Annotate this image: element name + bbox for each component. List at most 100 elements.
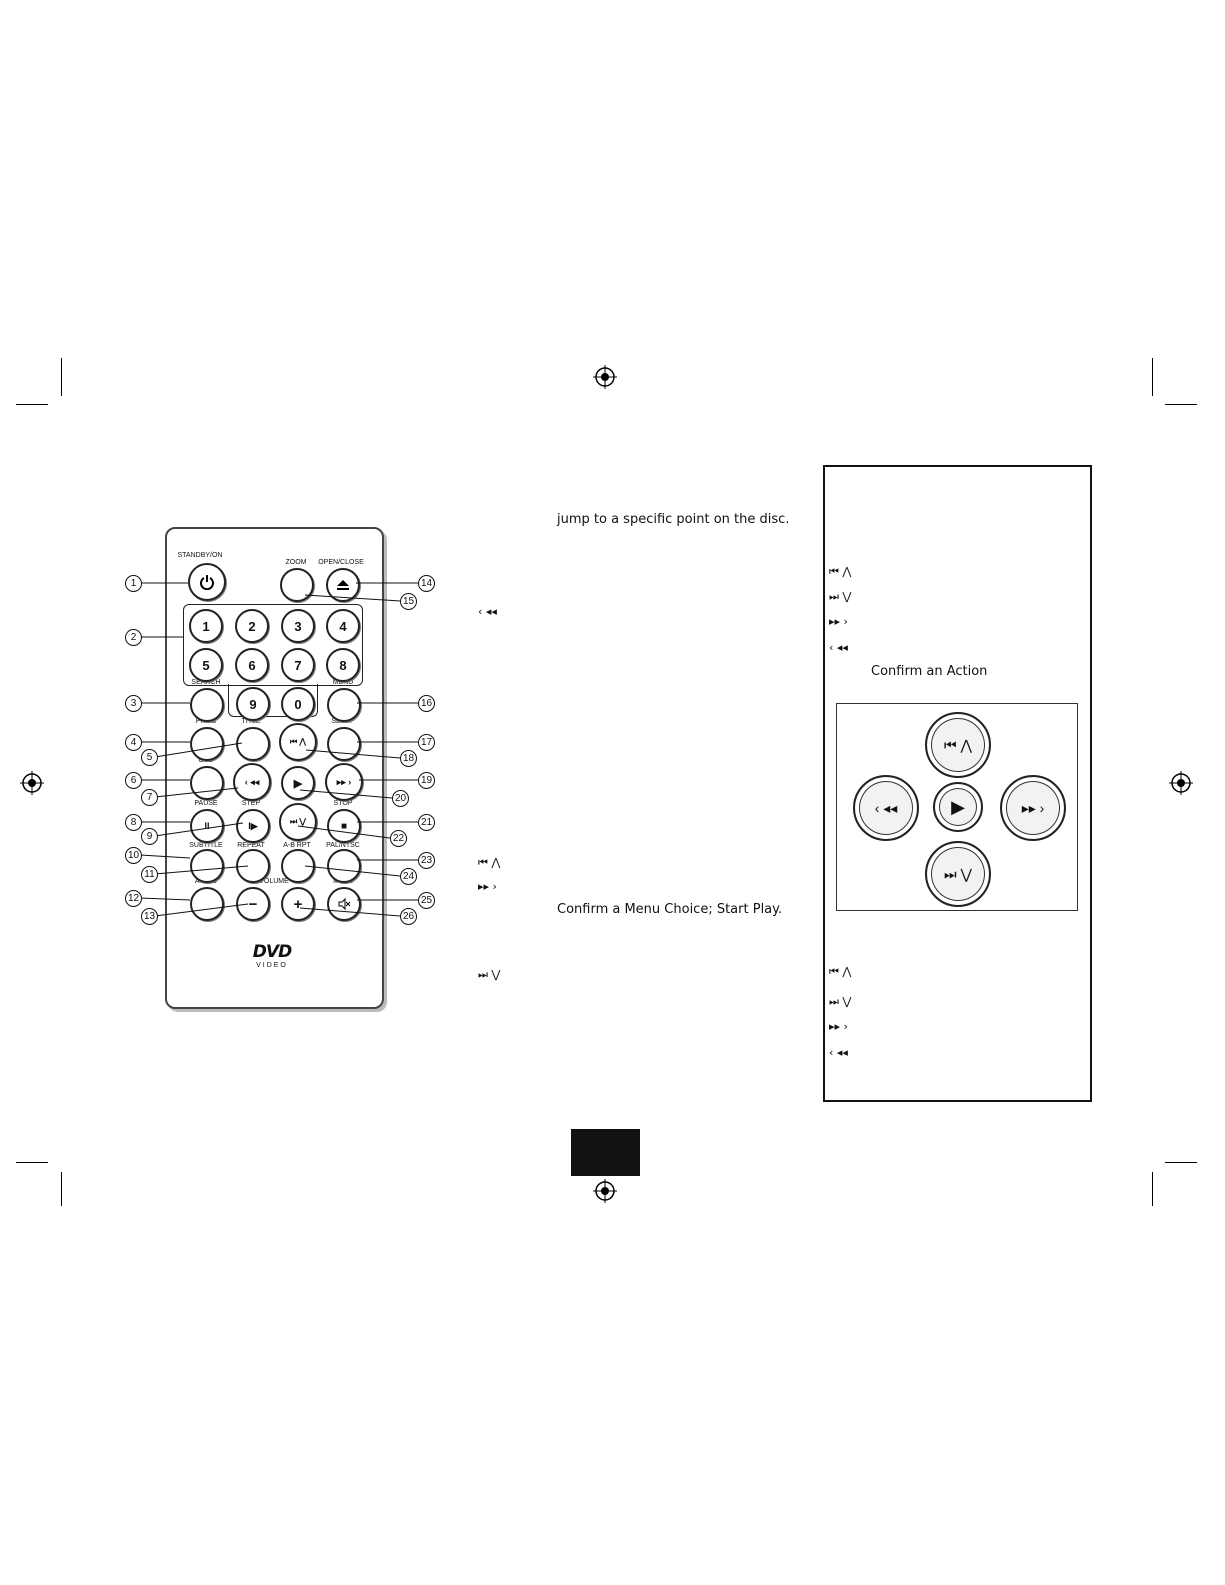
callout-4: 4 xyxy=(125,734,142,751)
prev-up-icon: ⏮︎ ⋀ xyxy=(290,737,306,746)
menu-button[interactable] xyxy=(327,688,361,722)
pause-icon: II xyxy=(204,821,210,831)
play-icon: ▶ xyxy=(951,796,965,817)
callout-21: 21 xyxy=(418,814,435,831)
volume-up-button[interactable]: + xyxy=(281,887,315,921)
digit-9-button[interactable]: 9 xyxy=(236,687,270,721)
digit-5-button[interactable]: 5 xyxy=(189,648,223,682)
forward-right-icon: ▸▸ › xyxy=(829,615,848,628)
next-down-button[interactable]: ⏭︎ ⋁ xyxy=(279,803,317,841)
digit-2-button[interactable]: 2 xyxy=(235,609,269,643)
prev-up-icon: ⏮︎ ⋀ xyxy=(829,965,852,978)
callout-2: 2 xyxy=(125,629,142,646)
play-enter-button[interactable]: ▶ xyxy=(281,766,315,800)
forward-right-icon: ▸▸ › xyxy=(336,776,352,787)
prog-button[interactable] xyxy=(190,727,224,761)
open-close-label: OPEN/CLOSE xyxy=(318,559,364,566)
search-button[interactable] xyxy=(190,688,224,722)
osd-button[interactable] xyxy=(190,766,224,800)
subtitle-button[interactable] xyxy=(190,849,224,883)
callout-23: 23 xyxy=(418,852,435,869)
forward-right-icon: ▸▸ › xyxy=(829,1020,848,1033)
zoom-label: ZOOM xyxy=(285,559,307,566)
callout-12: 12 xyxy=(125,890,142,907)
callout-1: 1 xyxy=(125,575,142,592)
crop-mark xyxy=(1152,358,1153,396)
step-button[interactable]: I▶ xyxy=(236,809,270,843)
forward-right-icon: ▸▸ › xyxy=(1021,799,1045,816)
crop-mark xyxy=(1165,1162,1197,1163)
mute-button[interactable] xyxy=(327,887,361,921)
rewind-left-icon: ‹ ◂◂ xyxy=(829,641,848,654)
rewind-left-icon: ‹ ◂◂ xyxy=(478,605,497,618)
stop-button[interactable]: ■ xyxy=(327,809,361,843)
volume-down-button[interactable]: − xyxy=(236,887,270,921)
jump-text: jump to a specific point on the disc. xyxy=(557,512,790,527)
navigation-panel xyxy=(823,465,1092,1102)
volume-label: VOLUME xyxy=(259,878,289,885)
digit-8-button[interactable]: 8 xyxy=(326,648,360,682)
callout-17: 17 xyxy=(418,734,435,751)
callout-9: 9 xyxy=(141,828,158,845)
repeat-button[interactable] xyxy=(236,849,270,883)
nav-right-button[interactable]: ▸▸ › xyxy=(1000,775,1066,841)
next-down-icon: ⏭︎ ⋁ xyxy=(478,968,501,981)
confirm-menu-text: Confirm a Menu Choice; Start Play. xyxy=(557,902,783,917)
digit-7-button[interactable]: 7 xyxy=(281,648,315,682)
callout-16: 16 xyxy=(418,695,435,712)
dvd-logo-mark: DVD xyxy=(252,942,292,962)
digit-6-button[interactable]: 6 xyxy=(235,648,269,682)
number-group-outline xyxy=(228,684,318,717)
callout-13: 13 xyxy=(141,908,158,925)
standby-button[interactable] xyxy=(188,563,226,601)
dvd-logo-sub: VIDEO xyxy=(256,962,288,969)
callout-6: 6 xyxy=(125,772,142,789)
minus-icon: − xyxy=(248,895,258,913)
page-number-box xyxy=(571,1129,640,1176)
audio-button[interactable] xyxy=(190,887,224,921)
nav-down-button[interactable]: ⏭︎ ⋁ xyxy=(925,841,991,907)
crop-mark xyxy=(16,1162,48,1163)
ab-rpt-label: A-B RPT xyxy=(283,842,311,849)
next-down-icon: ⏭︎ ⋁ xyxy=(829,995,852,1008)
digit-4-button[interactable]: 4 xyxy=(326,609,360,643)
prev-up-button[interactable]: ⏮︎ ⋀ xyxy=(279,723,317,761)
callout-11: 11 xyxy=(141,866,158,883)
forward-right-icon: ▸▸ › xyxy=(478,880,497,893)
eject-icon xyxy=(337,580,349,590)
crop-mark xyxy=(16,404,48,405)
nav-up-button[interactable]: ⏮︎ ⋀ xyxy=(925,712,991,778)
callout-14: 14 xyxy=(418,575,435,592)
subtitle-label: SUBTITLE xyxy=(189,842,223,849)
registration-mark-icon xyxy=(593,1179,617,1203)
setup-button[interactable] xyxy=(327,727,361,761)
open-close-button[interactable] xyxy=(326,568,360,602)
rewind-left-button[interactable]: ‹ ◂◂ xyxy=(233,763,271,801)
nav-pad-diagram xyxy=(836,703,1078,911)
play-icon: ▶ xyxy=(293,777,303,790)
nav-left-button[interactable]: ‹ ◂◂ xyxy=(853,775,919,841)
plus-icon: + xyxy=(293,895,303,913)
digit-0-button[interactable]: 0 xyxy=(281,687,315,721)
dvd-logo: DVD VIDEO xyxy=(247,942,297,969)
digit-1-button[interactable]: 1 xyxy=(189,609,223,643)
prev-up-icon: ⏮︎ ⋀ xyxy=(829,565,852,578)
pal-ntsc-button[interactable] xyxy=(327,849,361,883)
next-down-icon: ⏭︎ ⋁ xyxy=(290,817,306,826)
digit-3-button[interactable]: 3 xyxy=(281,609,315,643)
prev-up-icon: ⏮︎ ⋀ xyxy=(478,856,501,869)
callout-20: 20 xyxy=(392,790,409,807)
crop-mark xyxy=(61,358,62,396)
zoom-button[interactable] xyxy=(280,568,314,602)
callout-15: 15 xyxy=(400,593,417,610)
registration-mark-icon xyxy=(593,365,617,389)
callout-10: 10 xyxy=(125,847,142,864)
callout-18: 18 xyxy=(400,750,417,767)
crop-mark xyxy=(1165,404,1197,405)
rewind-left-icon: ‹ ◂◂ xyxy=(244,776,260,787)
remote-control-body xyxy=(165,527,384,1009)
rewind-left-icon: ‹ ◂◂ xyxy=(829,1046,848,1059)
next-down-icon: ⏭︎ ⋁ xyxy=(829,590,852,603)
nav-enter-button[interactable]: ▶ xyxy=(933,782,983,832)
callout-24: 24 xyxy=(400,868,417,885)
